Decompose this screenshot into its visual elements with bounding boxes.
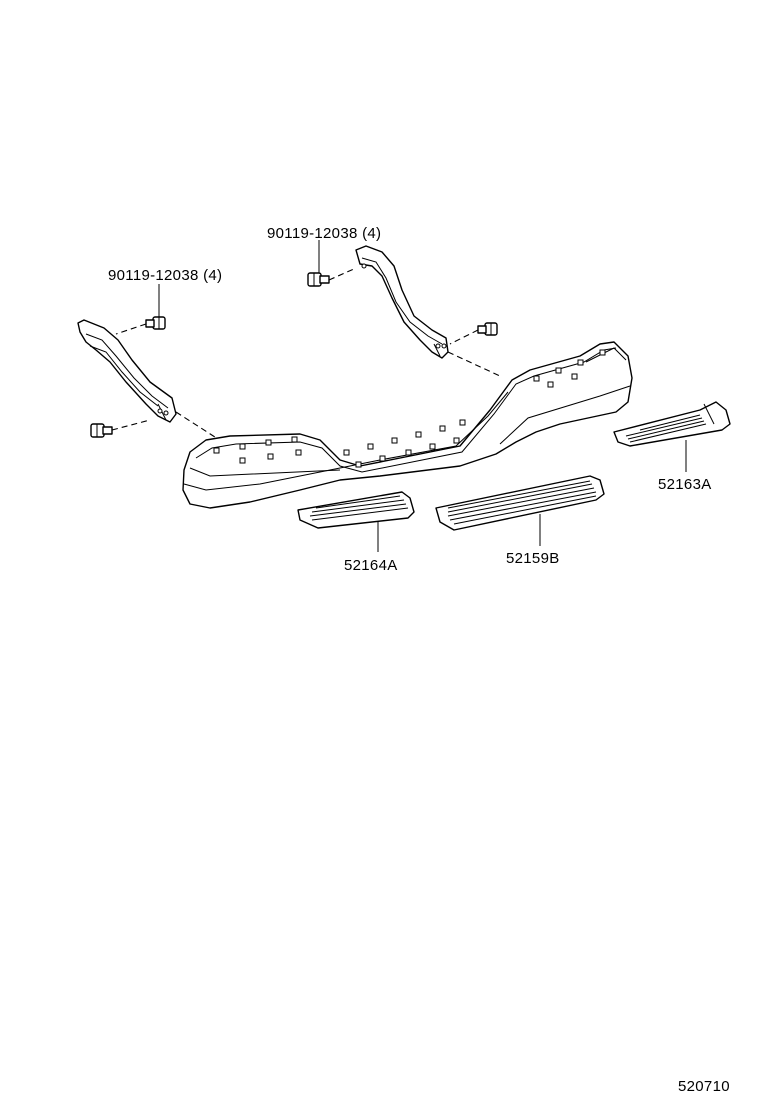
step-pad-right [613, 401, 731, 447]
step-pad-left [297, 491, 415, 529]
bolt-left-lower [90, 423, 113, 438]
label-step-pad-center: 52159B [506, 550, 560, 567]
label-bolt-left: 90119-12038 (4) [108, 267, 222, 284]
label-step-pad-left: 52164A [344, 557, 398, 574]
diagram-id: 520710 [678, 1078, 730, 1095]
leader-lines [158, 240, 687, 552]
left-bracket [77, 319, 177, 423]
bolt-left-upper [145, 316, 166, 330]
bolt-right-upper [307, 272, 330, 287]
rear-bumper [182, 341, 633, 509]
step-pad-center [435, 475, 605, 531]
label-bolt-right: 90119-12038 (4) [267, 225, 381, 242]
bolt-right-lower [477, 322, 498, 336]
right-bracket [355, 245, 449, 359]
label-step-pad-right: 52163A [658, 476, 712, 493]
